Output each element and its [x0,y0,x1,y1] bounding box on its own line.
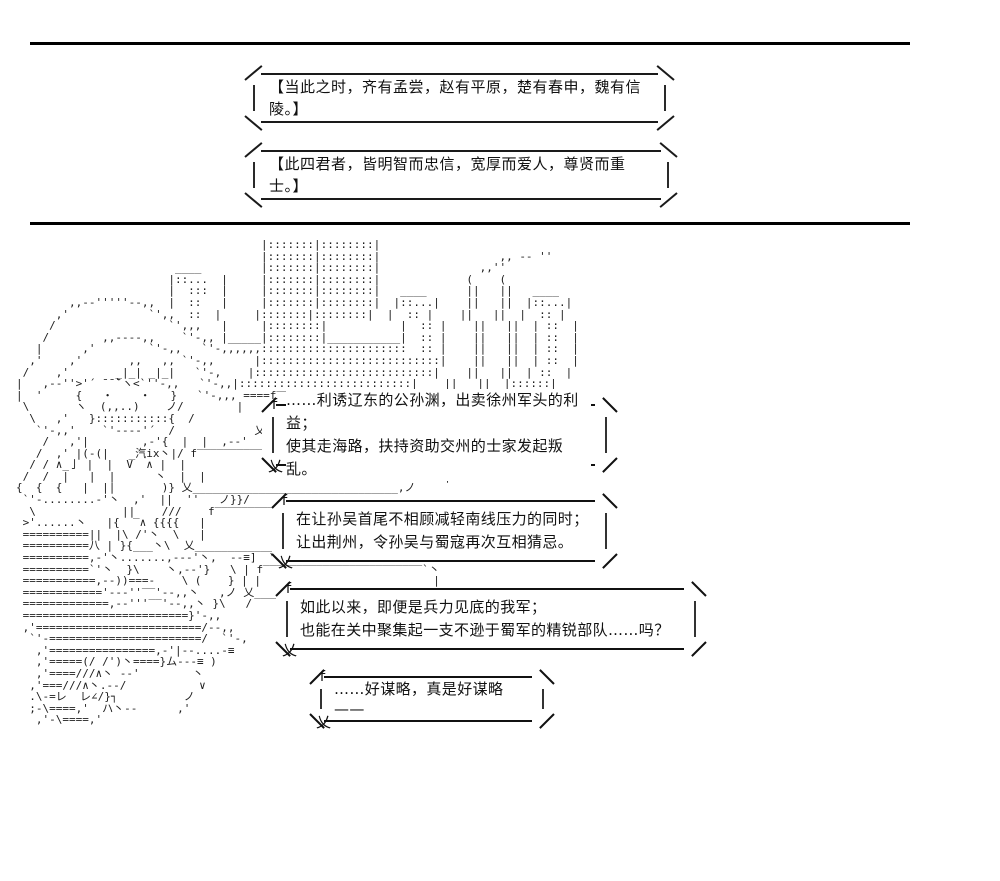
bubble-frame [243,65,676,131]
bubble-corner-bottom-left [244,115,263,131]
dialogue-text-1: ……利诱辽东的公孙渊，出卖徐州军头的利益； 使其走海路，扶持资助交州的士家发起叛… [286,389,591,481]
dialogue-corner-top-right [539,669,555,685]
ascii-art-illustration: |:::::::|::::::::| |:::::::|::::::::| ,,… [16,238,579,727]
dialogue-edge-bottom [290,648,684,650]
dialogue-corner-bottom-right [602,457,618,473]
bubble-corner-bottom-right [659,192,678,208]
bubble-edge-right [667,162,669,188]
dialogue-edge-top [290,588,684,590]
narration-bubble-1: 【当此之时，齐有孟尝，赵有平原，楚有春申，魏有信陵。】 [243,65,676,131]
dialogue-edge-right [605,513,607,549]
bubble-edge-left [253,162,255,188]
dialogue-bubble-2: f 乂 在让孙吴首尾不相顾减轻南线压力的同时； 让出荆州，令孙吴与蜀寇再次互相猜… [271,493,618,570]
dialogue-bubble-4: f 乂 ……好谋略，真是好谋略—— [309,669,555,730]
dialogue-edge-left [286,601,288,637]
bubble-edge-top [261,73,658,75]
dialogue-frame: f 乂 [309,669,555,730]
dialogue-close-marker: 乂 [268,457,284,475]
dialogue-edge-right [694,601,696,637]
bubble-corner-top-left [244,142,263,158]
dialogue-text-3: 如此以来，即便是兵力见底的我军； 也能在关中聚集起一支不逊于蜀军的精锐部队……吗… [300,596,680,642]
dialogue-text-2: 在让孙吴首尾不相顾减轻南线压力的同时； 让出荆州，令孙吴与蜀寇再次互相猜忌。 [296,508,591,554]
dialogue-edge-top [324,676,532,678]
bubble-edge-bottom [261,198,661,200]
bubble-corner-bottom-left [244,192,263,208]
dialogue-edge-left [320,689,322,709]
dialogue-close-marker: 乂 [278,553,294,571]
narration-text-1: 【当此之时，齐有孟尝，赵有平原，楚有春申，魏有信陵。】 [269,78,642,118]
dialogue-edge-right [605,417,607,453]
dialogue-corner-bottom-right [691,641,707,657]
dialogue-edge-right [542,689,544,709]
bubble-corner-top-left [244,65,263,81]
dialogue-close-marker: 乂 [316,713,332,731]
bubble-corner-bottom-right [656,115,675,131]
dialogue-corner-bottom-right [539,713,555,729]
dialogue-close-marker: 乂 [282,641,298,659]
dialogue-edge-top [286,500,595,502]
bubble-corner-top-right [659,142,678,158]
bottom-divider [30,222,910,225]
bubble-corner-top-right [656,65,675,81]
dialogue-open-marker: f [270,397,279,413]
dialogue-frame: f 乂 [271,493,618,570]
dialogue-corner-top-right [602,493,618,509]
dialogue-bubble-3: f 乂 如此以来，即便是兵力见底的我军； 也能在关中聚集起一支不逊于蜀军的精锐部… [275,581,707,658]
dialogue-edge-left [272,417,274,453]
bubble-edge-bottom [261,121,658,123]
dialogue-edge-bottom [286,560,595,562]
dialogue-edge-bottom [324,720,532,722]
dialogue-corner-top-right [691,581,707,597]
bubble-frame [243,142,679,208]
narration-text-2: 【此四君者，皆明智而忠信，宽厚而爱人，尊贤而重士。】 [269,155,626,195]
dialogue-frame: f 乂 [275,581,707,658]
narration-bubble-2: 【此四君者，皆明智而忠信，宽厚而爱人，尊贤而重士。】 [243,142,679,208]
dialogue-open-marker: f [318,669,327,685]
dialogue-corner-top-right [602,397,618,413]
dialogue-text-4: ……好谋略，真是好谋略—— [334,679,528,719]
bubble-edge-right [664,85,666,111]
dialogue-bubble-1: f 乂 ……利诱辽东的公孙渊，出卖徐州军头的利益； 使其走海路，扶持资助交州的士… [261,389,618,481]
dialogue-corner-bottom-right [602,553,618,569]
top-divider [30,42,910,45]
bubble-edge-top [261,150,661,152]
bubble-edge-left [253,85,255,111]
dialogue-edge-left [282,513,284,549]
dialogue-open-marker: f [284,581,293,597]
dialogue-open-marker: f [280,493,289,509]
